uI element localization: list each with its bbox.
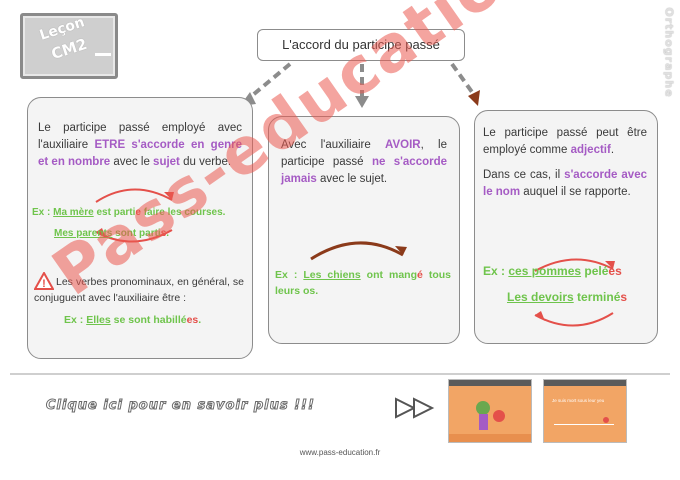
rule-box-etre: Le participe passé employé avec l'auxili… (27, 97, 253, 359)
pronominal-rule-text: Les verbes pronominaux, en général, se c… (34, 276, 244, 304)
adjective-agreement-arrows (534, 258, 615, 327)
video-thumbnail-1-illustration (449, 380, 531, 442)
etre-rule-text: Le participe passé employé avec l'auxili… (38, 122, 242, 168)
adjective-arrowhead-bottom (535, 311, 545, 321)
video-thumbnail-2-caption: Je suis mort sous leur yeu (552, 398, 605, 403)
video-thumbnail-1[interactable] (448, 379, 532, 443)
lesson-level-badge: Leçon CM2 (20, 13, 118, 79)
no-agreement-arrowhead (395, 246, 407, 255)
example-adjective-1: Ex : ces pommes pelées (483, 264, 622, 278)
example-pronominal: Ex : Elles se sont habillées. (64, 314, 202, 326)
double-arrow-icon[interactable] (394, 396, 436, 420)
learn-more-link[interactable]: Clique ici pour en savoir plus !!! (46, 398, 315, 414)
section-divider (10, 373, 670, 375)
site-url-footer: www.pass-education.fr (299, 448, 381, 457)
agreement-arrowhead-top (164, 192, 174, 200)
no-agreement-arrow-line (310, 241, 404, 261)
adjective-agreement-text: Dans ce cas, il s'accorde avec le nom au… (483, 169, 647, 198)
rule-box-avoir: Avec l'auxiliaire AVOIR, le participe pa… (268, 116, 460, 344)
adjective-arrow-top (534, 258, 614, 272)
page-title: L'accord du participe passé (257, 29, 465, 61)
arrow-right-line (450, 62, 474, 94)
adjective-rule-text: Le participe passé peut être employé com… (483, 127, 647, 156)
agreement-arrow-top (95, 188, 173, 203)
example-avoir: Ex : Les chiens ont mangé tous leurs os. (275, 269, 451, 297)
arrow-left-line (246, 62, 292, 101)
rule-box-adjective: Le participe passé peut être employé com… (474, 110, 658, 344)
agreement-arrows (95, 188, 174, 243)
badge-chalk-mark (95, 53, 111, 56)
warning-triangle-icon: ! (34, 272, 54, 290)
video-thumbnail-2[interactable]: Je suis mort sous leur yeu (543, 379, 627, 443)
example-etre-1: Ex : Ma mère est partie faire les course… (32, 207, 226, 218)
example-adjective-2: Les devoirs terminés (507, 290, 628, 304)
example-etre-2: Mes parents sont partis. (54, 228, 170, 239)
adjective-arrow-bottom (534, 312, 614, 327)
video-thumbnail-2-illustration: Je suis mort sous leur yeu (544, 380, 626, 442)
avoir-rule-text: Avec l'auxiliaire AVOIR, le participe pa… (281, 139, 448, 185)
arrow-middle-head (355, 96, 369, 108)
svg-text:!: ! (42, 278, 46, 290)
arrow-right-head (468, 90, 480, 106)
adjective-arrowhead-top (605, 261, 615, 269)
no-agreement-arrow (310, 241, 407, 261)
agreement-arrowhead-bottom (96, 228, 106, 238)
